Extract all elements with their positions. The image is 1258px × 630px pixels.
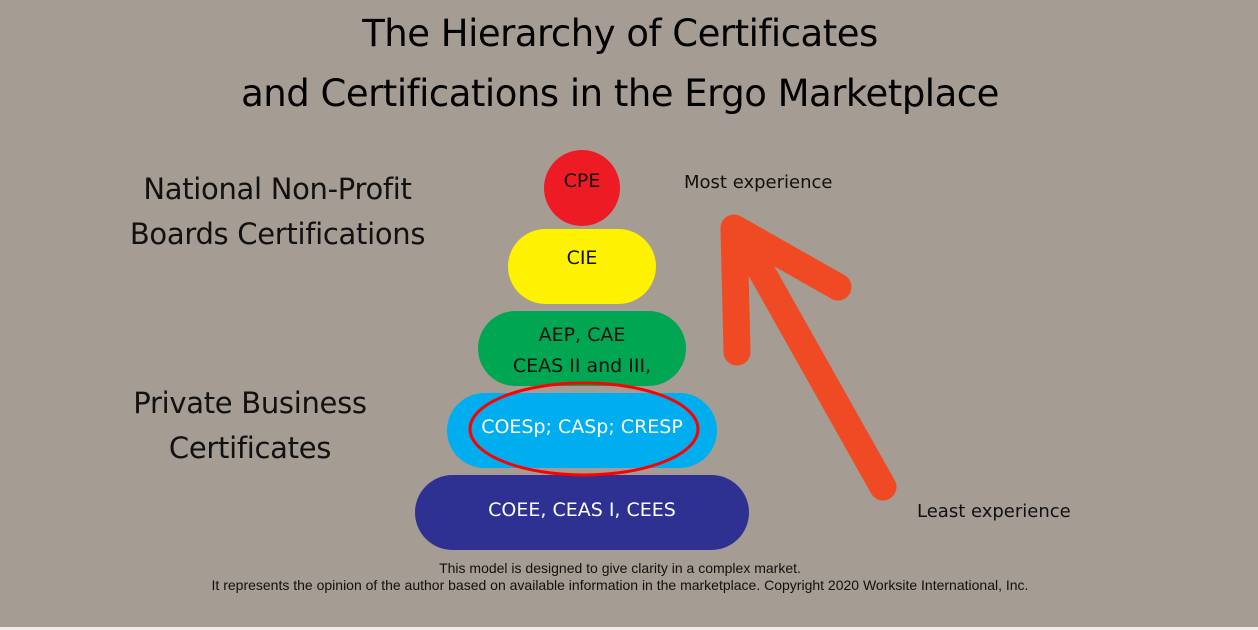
tier-coesp-label: COESp; CASp; CRESP bbox=[481, 416, 683, 438]
least-experience-label: Least experience bbox=[917, 501, 1071, 522]
highlight-ring bbox=[468, 381, 700, 477]
footer-line-1: This model is designed to give clarity i… bbox=[439, 560, 801, 576]
tier-aep-cae-ceas: AEP, CAE CEAS II and III, bbox=[478, 311, 686, 386]
category-private-line-1: Private Business bbox=[133, 386, 367, 420]
category-private-line-2: Certificates bbox=[168, 431, 332, 465]
category-national-line-1: National Non-Profit bbox=[143, 172, 412, 206]
tier-cie-label: CIE bbox=[566, 247, 598, 269]
most-experience-label: Most experience bbox=[684, 172, 833, 193]
title-line-1: The Hierarchy of Certificates bbox=[362, 12, 878, 55]
arrow-up-left-icon bbox=[720, 214, 897, 501]
title-line-2: and Certifications in the Ergo Marketpla… bbox=[241, 72, 999, 115]
tier-coee-ceas-cees: COEE, CEAS I, CEES bbox=[415, 475, 749, 550]
tier-aep-label-line-1: AEP, CAE bbox=[538, 323, 626, 346]
footer-line-2: It represents the opinion of the author … bbox=[211, 577, 1029, 593]
tier-coee-label: COEE, CEAS I, CEES bbox=[488, 499, 676, 521]
tier-aep-label-line-2: CEAS II and III, bbox=[512, 354, 652, 377]
tier-cpe: CPE bbox=[544, 150, 620, 226]
category-private-label: Private Business Certificates bbox=[100, 381, 400, 471]
category-national-label: National Non-Profit Boards Certification… bbox=[110, 167, 445, 257]
tier-cpe-label: CPE bbox=[563, 170, 601, 192]
category-national-line-2: Boards Certifications bbox=[129, 217, 426, 251]
tier-cie: CIE bbox=[508, 229, 656, 304]
